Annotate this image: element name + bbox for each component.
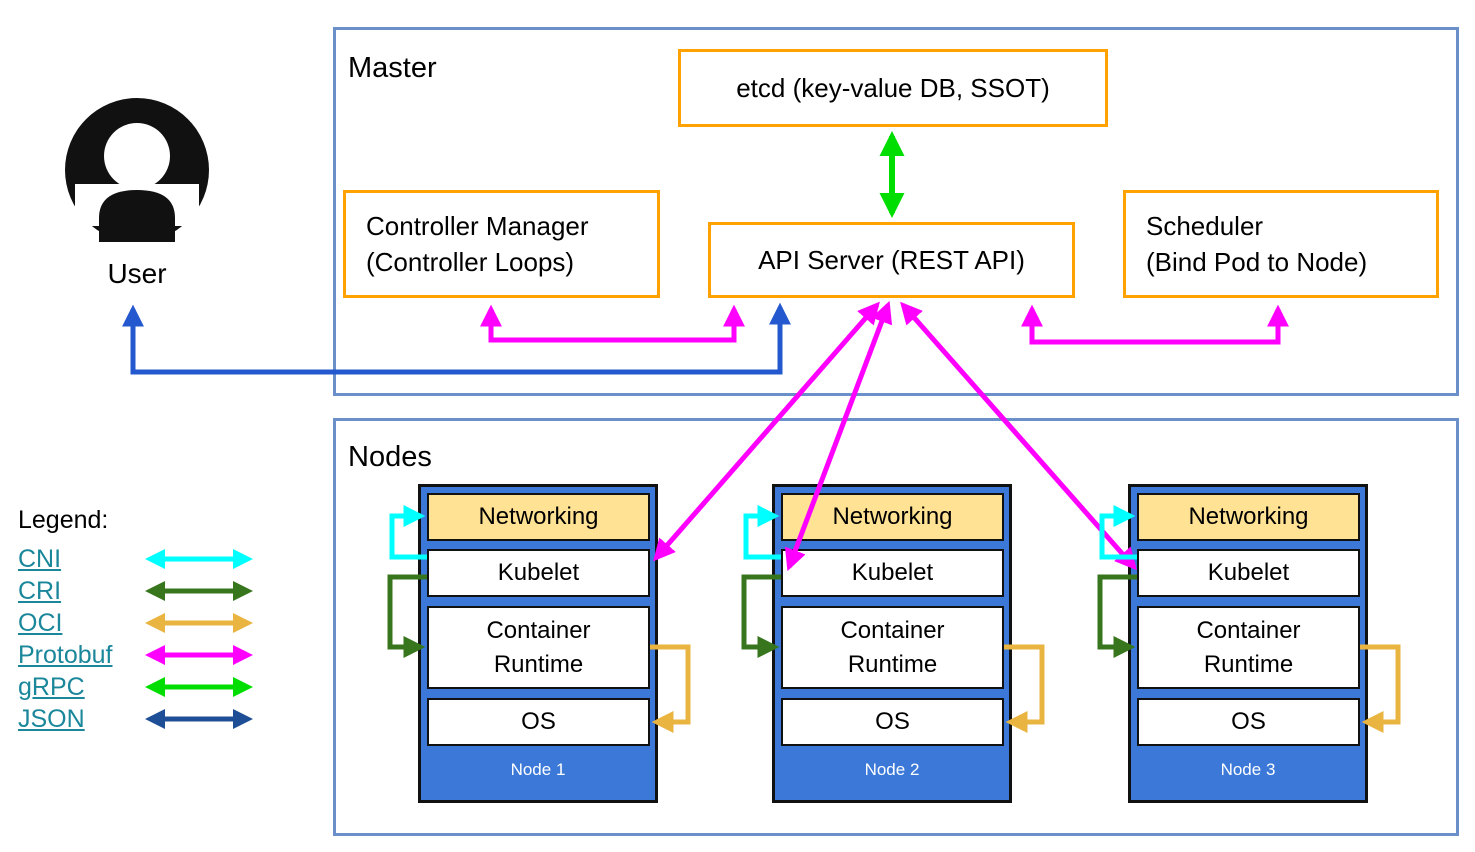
json-arrow-icon <box>145 709 253 729</box>
scheduler-box: Scheduler (Bind Pod to Node) <box>1123 190 1439 298</box>
controller-manager-line1: Controller Manager <box>366 211 589 241</box>
cni-arrow-icon <box>145 549 253 569</box>
os-label: OS <box>1231 708 1266 735</box>
legend-row-protobuf: Protobuf <box>18 640 255 670</box>
oci-arrow-icon <box>145 613 253 633</box>
kubelet-label: Kubelet <box>1207 559 1290 586</box>
legend-link-cni[interactable]: CNI <box>18 544 62 573</box>
kubelet-label: Kubelet <box>497 559 580 586</box>
networking-label: Networking <box>1188 503 1309 530</box>
node-3: Networking Kubelet Container Runtime OS … <box>1128 484 1368 803</box>
user-icon <box>65 98 209 242</box>
container-runtime-label: Container Runtime <box>486 616 591 678</box>
master-title: Master <box>348 52 437 84</box>
nodes-title: Nodes <box>348 441 432 473</box>
kubelet-label: Kubelet <box>851 559 934 586</box>
etcd-label: etcd (key-value DB, SSOT) <box>736 72 1050 103</box>
node-2-networking-layer: Networking <box>781 493 1004 541</box>
user-label: User <box>107 258 167 289</box>
etcd-box: etcd (key-value DB, SSOT) <box>678 49 1108 127</box>
legend-link-grpc[interactable]: gRPC <box>18 672 85 701</box>
node-2-container-runtime-layer: Container Runtime <box>781 606 1004 689</box>
legend-row-oci: OCI <box>18 608 255 638</box>
legend-title: Legend: <box>18 506 109 534</box>
controller-manager-line2: (Controller Loops) <box>366 247 575 277</box>
node-3-kubelet-layer: Kubelet <box>1137 549 1360 597</box>
networking-label: Networking <box>832 503 953 530</box>
node-2: Networking Kubelet Container Runtime OS … <box>772 484 1012 803</box>
scheduler-line2: (Bind Pod to Node) <box>1146 247 1368 277</box>
legend-link-cri[interactable]: CRI <box>18 576 62 605</box>
grpc-arrow-icon <box>145 677 253 697</box>
legend-link-oci[interactable]: OCI <box>18 608 63 637</box>
node-1-os-layer: OS <box>427 698 650 746</box>
os-label: OS <box>521 708 556 735</box>
legend-link-protobuf[interactable]: Protobuf <box>18 640 113 669</box>
controller-manager-box: Controller Manager (Controller Loops) <box>343 190 660 298</box>
legend-link-json[interactable]: JSON <box>18 704 85 733</box>
node-2-label: Node 2 <box>864 759 920 779</box>
legend-row-json: JSON <box>18 704 255 734</box>
master-section: Master etcd (key-value DB, SSOT) Control… <box>333 27 1459 396</box>
nodes-section: Nodes Networking Kubelet Container Runti… <box>333 418 1459 836</box>
scheduler-line1: Scheduler <box>1146 211 1264 241</box>
api-server-label: API Server (REST API) <box>758 244 1025 275</box>
node-3-label: Node 3 <box>1220 759 1276 779</box>
node-2-kubelet-layer: Kubelet <box>781 549 1004 597</box>
networking-label: Networking <box>478 503 599 530</box>
node-3-networking-layer: Networking <box>1137 493 1360 541</box>
legend-row-grpc: gRPC <box>18 672 255 702</box>
node-3-container-runtime-layer: Container Runtime <box>1137 606 1360 689</box>
protobuf-arrow-icon <box>145 645 253 665</box>
node-1-container-runtime-layer: Container Runtime <box>427 606 650 689</box>
container-runtime-label: Container Runtime <box>1196 616 1301 678</box>
node-2-os-layer: OS <box>781 698 1004 746</box>
node-3-os-layer: OS <box>1137 698 1360 746</box>
node-1-label: Node 1 <box>510 759 566 779</box>
node-1-networking-layer: Networking <box>427 493 650 541</box>
legend-row-cni: CNI <box>18 544 255 574</box>
legend-row-cri: CRI <box>18 576 255 606</box>
node-1-kubelet-layer: Kubelet <box>427 549 650 597</box>
api-server-box: API Server (REST API) <box>708 222 1075 298</box>
container-runtime-label: Container Runtime <box>840 616 945 678</box>
os-label: OS <box>875 708 910 735</box>
node-1: Networking Kubelet Container Runtime OS … <box>418 484 658 803</box>
cri-arrow-icon <box>145 581 253 601</box>
